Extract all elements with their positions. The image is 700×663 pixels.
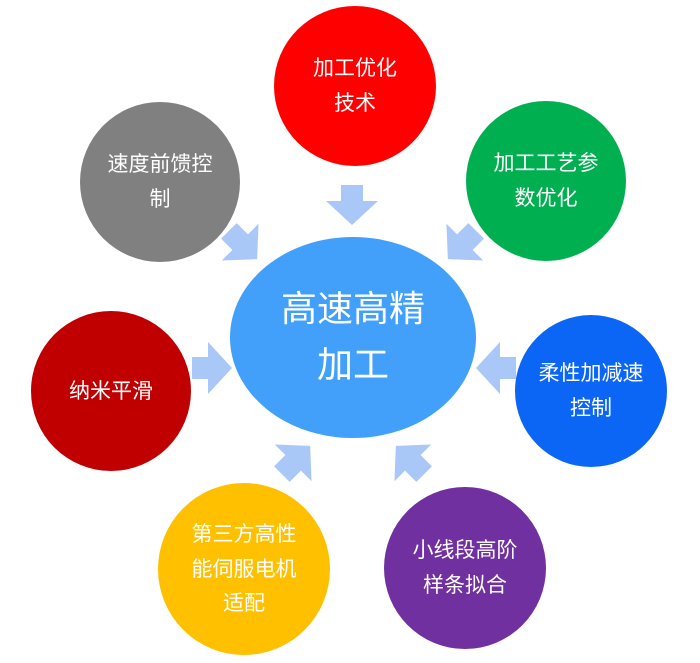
node-flexible-acceleration-control: 柔性加减速控制 xyxy=(515,315,667,467)
arrow-icon xyxy=(446,223,484,261)
node-process-parameter-optimization: 加工工艺参数优化 xyxy=(466,101,626,261)
node-label: 加工工艺参数优化 xyxy=(493,151,599,210)
center-node: 高速高精加工 xyxy=(230,237,476,438)
node-machining-optimization: 加工优化技术 xyxy=(274,6,436,166)
node-nano-smoothing: 纳米平滑 xyxy=(31,311,191,471)
arrow-icon xyxy=(192,342,232,394)
node-label: 加工优化技术 xyxy=(313,56,397,115)
node-spline-fitting: 小线段高阶样条拟合 xyxy=(384,487,546,649)
node-label: 速度前馈控制 xyxy=(107,152,213,211)
node-servo-motor-adaptation: 第三方高性能伺服电机适配 xyxy=(158,483,330,655)
node-velocity-feedforward: 速度前馈控制 xyxy=(80,102,240,262)
node-label: 小线段高阶样条拟合 xyxy=(412,538,518,597)
arrow-icon xyxy=(476,342,516,394)
arrow-icon xyxy=(326,185,378,225)
center-label: 高速高精加工 xyxy=(280,288,425,386)
node-label: 第三方高性能伺服电机适配 xyxy=(191,522,297,616)
arrow-icon xyxy=(394,444,432,482)
node-label: 纳米平滑 xyxy=(69,378,153,403)
arrow-icon xyxy=(221,223,259,261)
arrow-icon xyxy=(274,444,312,482)
node-label: 柔性加减速控制 xyxy=(538,361,644,420)
